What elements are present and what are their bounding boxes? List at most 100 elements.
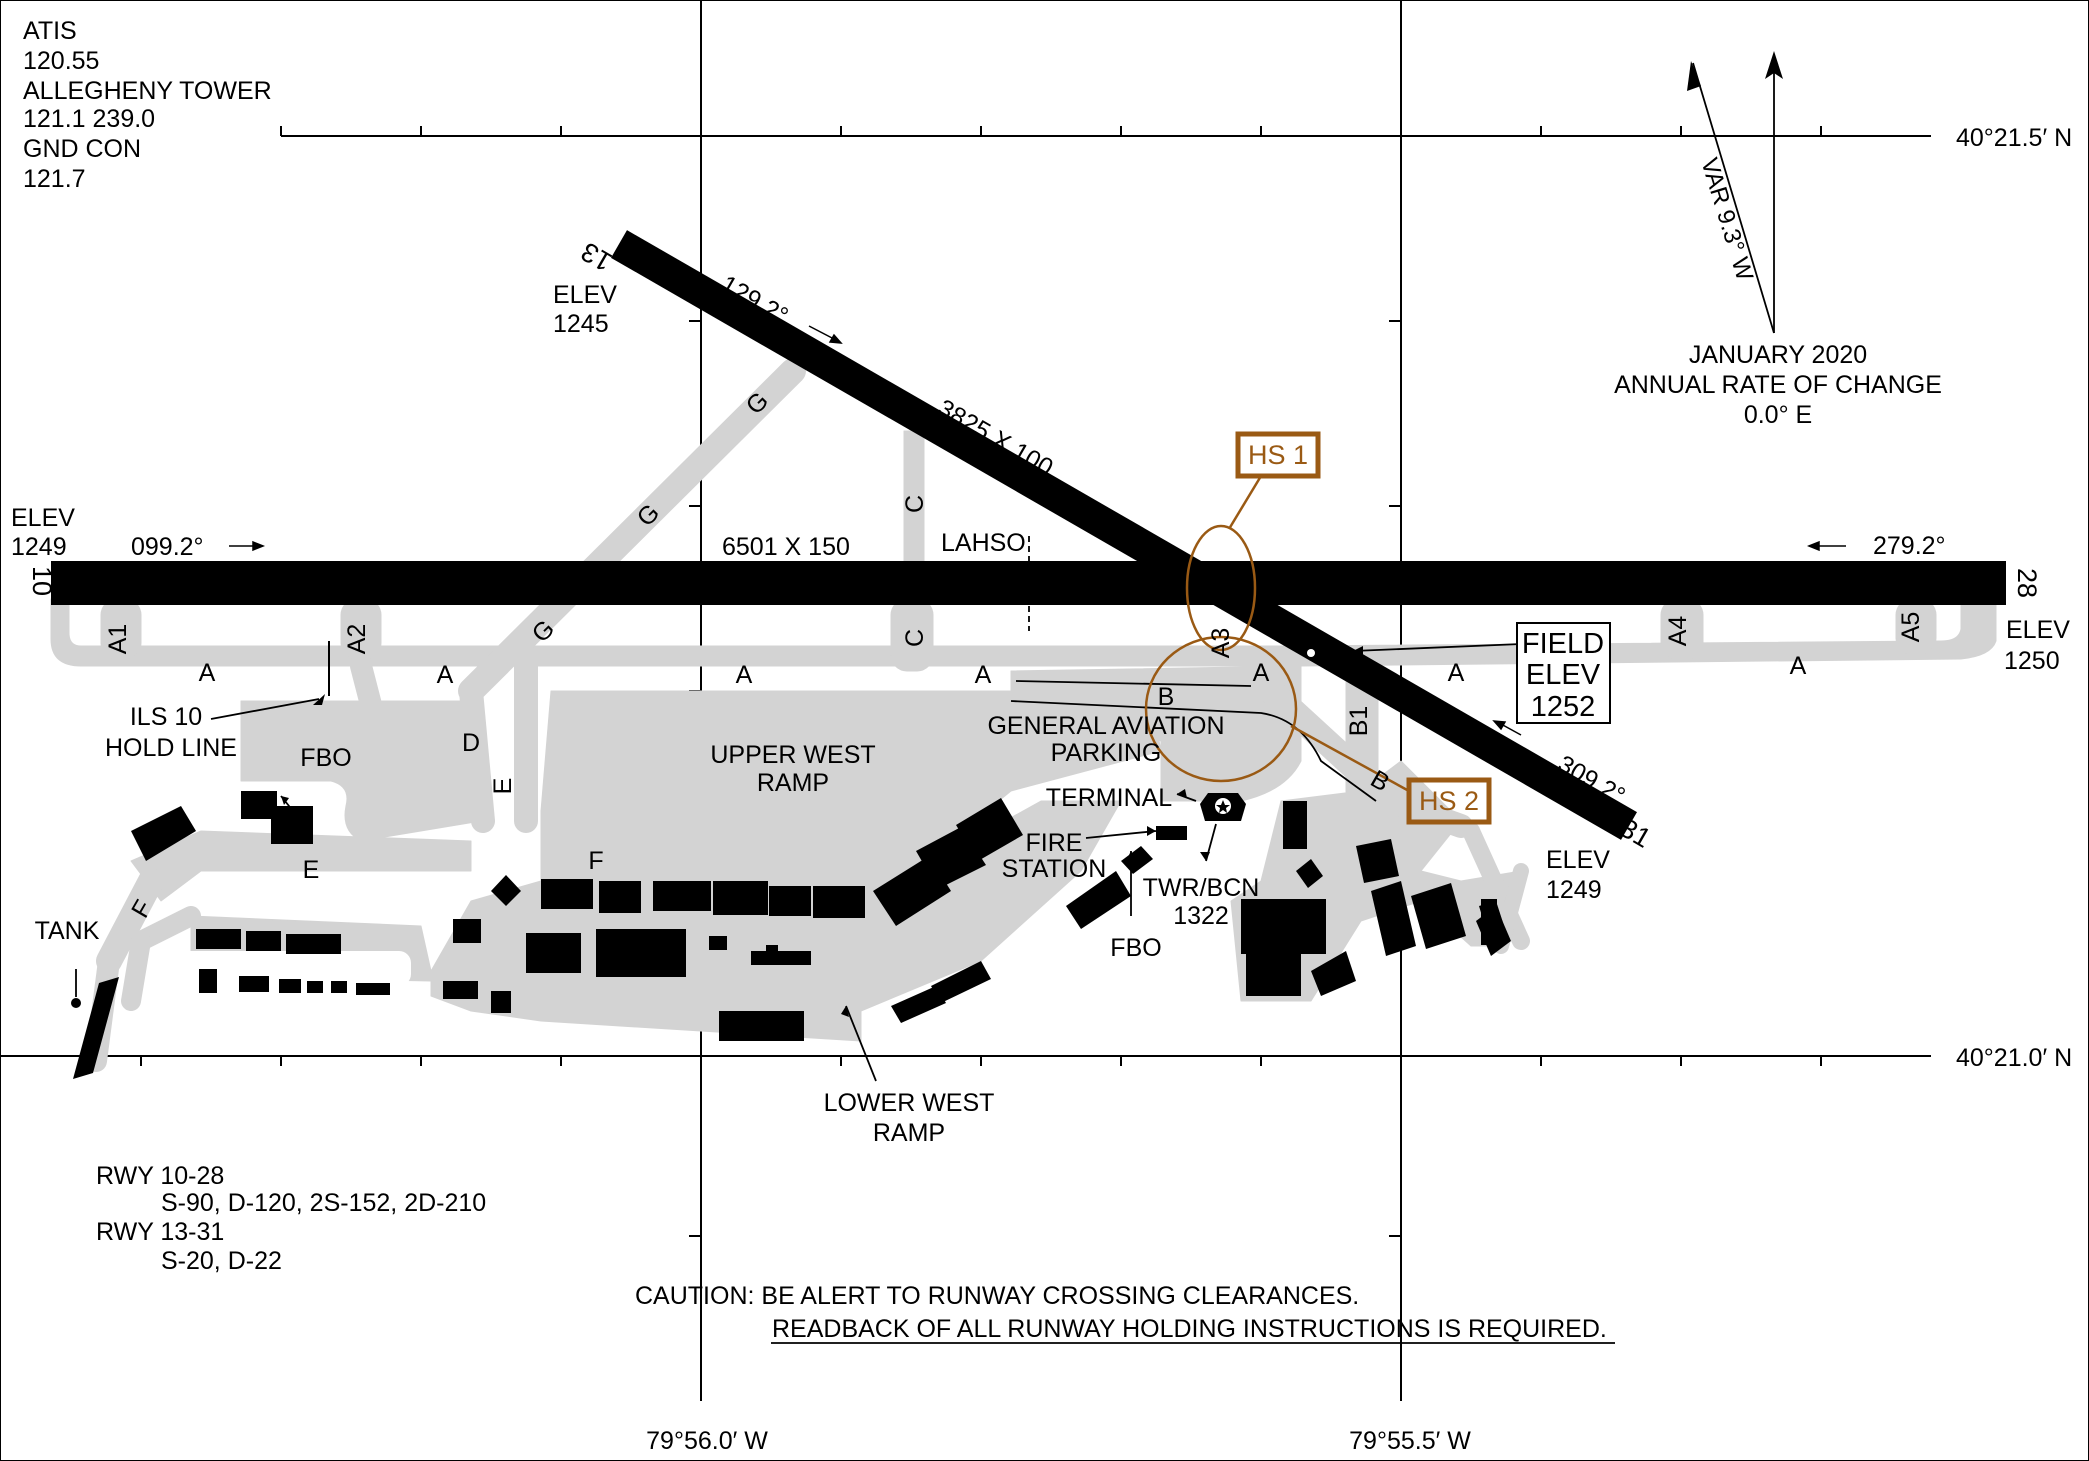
caution-line-2: READBACK OF ALL RUNWAY HOLDING INSTRUCTI… bbox=[772, 1315, 1607, 1343]
taxiway-g bbox=[458, 358, 806, 704]
lahso-label: LAHSO bbox=[941, 529, 1026, 557]
hot-spot-2-area bbox=[1144, 635, 1298, 783]
runway-10-28-dims: 6501 X 150 bbox=[722, 533, 850, 561]
elev-10-value: 1249 bbox=[11, 533, 67, 561]
fire-station-building bbox=[1159, 826, 1187, 840]
taxiway-label-a: A bbox=[437, 661, 454, 689]
ga-parking bbox=[1010, 665, 1302, 802]
taxiway-label-a: A bbox=[975, 661, 992, 689]
tower-beacon-label: TWR/BCN bbox=[1143, 874, 1260, 902]
elev-31-label: ELEV bbox=[1546, 846, 1610, 874]
ils-hold-label-1: ILS 10 bbox=[130, 703, 202, 731]
taxiway-label-a4: A4 bbox=[1664, 616, 1692, 647]
ground-frequency: 121.7 bbox=[23, 165, 86, 193]
taxiway-label-a2: A2 bbox=[343, 624, 371, 655]
buildings bbox=[73, 791, 1511, 1079]
hot-spot-2-box bbox=[1406, 777, 1492, 825]
taxiway-b bbox=[1258, 678, 1404, 814]
field-elev-point bbox=[1307, 649, 1315, 657]
heading-099: 099.2° bbox=[131, 533, 204, 561]
taxiway-f-west bbox=[96, 868, 164, 974]
runway-end-10: 10 bbox=[27, 566, 57, 596]
elev-28-value: 1250 bbox=[2004, 647, 2060, 675]
hot-spot-1-box bbox=[1235, 431, 1321, 479]
taxiway-label-a: A bbox=[1448, 659, 1465, 687]
runway-strength: RWY 10-28 S-90, D-120, 2S-152, 2D-210 RW… bbox=[96, 1162, 486, 1275]
strength-rwy-10-28-values: S-90, D-120, 2S-152, 2D-210 bbox=[161, 1189, 486, 1217]
atis-frequency: 120.55 bbox=[23, 47, 99, 75]
runway-end-13: 13 bbox=[576, 236, 617, 277]
strength-rwy-10-28: RWY 10-28 bbox=[96, 1162, 224, 1190]
hot-spots bbox=[1144, 431, 1492, 825]
field-elev-box bbox=[1516, 622, 1611, 724]
taxiway-label-f: F bbox=[588, 847, 603, 875]
fire-station-label-2: STATION bbox=[1002, 855, 1107, 883]
runway-end-28: 28 bbox=[2012, 568, 2042, 598]
ga-parking-label-1: GENERAL AVIATION bbox=[987, 712, 1224, 740]
taxiway-label-a1: A1 bbox=[104, 624, 132, 655]
longitude-east: 79°55.5′ W bbox=[1349, 1427, 1471, 1455]
taxiway-label-e: E bbox=[489, 778, 517, 795]
taxiway-label-a5: A5 bbox=[1897, 612, 1925, 643]
taxiway-label-d: D bbox=[462, 729, 480, 757]
ils-hold-label-2: HOLD LINE bbox=[105, 734, 237, 762]
taxiway-label-b: B bbox=[1158, 683, 1175, 711]
caution-line-1: CAUTION: BE ALERT TO RUNWAY CROSSING CLE… bbox=[635, 1282, 1359, 1310]
ground-label: GND CON bbox=[23, 135, 141, 163]
latitude-north: 40°21.5′ N bbox=[1956, 124, 2072, 152]
longitude-west: 79°56.0′ W bbox=[646, 1427, 768, 1455]
tower-beacon-elev: 1322 bbox=[1173, 902, 1229, 930]
lower-west-ramp-label-1: LOWER WEST bbox=[824, 1089, 995, 1117]
frequency-block: ATIS 120.55 ALLEGHENY TOWER 121.1 239.0 … bbox=[23, 17, 272, 193]
rate-label: ANNUAL RATE OF CHANGE bbox=[1614, 371, 1942, 399]
taxiway-label-b1: B1 bbox=[1345, 706, 1373, 737]
taxiway-label-a: A bbox=[1790, 652, 1807, 680]
tank-label: TANK bbox=[35, 917, 100, 945]
lower-west-ramp-label-2: RAMP bbox=[873, 1119, 945, 1147]
hot-spot-1-area bbox=[1185, 524, 1257, 652]
taxiway-e-lower bbox=[130, 830, 472, 902]
taxiway-label-c-north: C bbox=[901, 495, 929, 513]
taxiway-label-a: A bbox=[736, 661, 753, 689]
atis-label: ATIS bbox=[23, 17, 77, 45]
hot-spot-1-label: HS 1 bbox=[1248, 440, 1308, 470]
elev-28-label: ELEV bbox=[2006, 616, 2070, 644]
rate-value: 0.0° E bbox=[1744, 401, 1812, 429]
strength-rwy-13-31-values: S-20, D-22 bbox=[161, 1247, 282, 1275]
taxiway-label-a: A bbox=[1253, 659, 1270, 687]
strength-rwy-13-31: RWY 13-31 bbox=[96, 1218, 224, 1246]
runway-13-31 bbox=[611, 230, 1637, 840]
heading-279: 279.2° bbox=[1873, 532, 1946, 560]
elev-13-value: 1245 bbox=[553, 310, 609, 338]
taxiway-label-a: A bbox=[199, 659, 216, 687]
hot-spot-2-label: HS 2 bbox=[1419, 786, 1479, 816]
elev-31-value: 1249 bbox=[1546, 876, 1602, 904]
taxiway-label-a3: A3 bbox=[1207, 628, 1235, 659]
arrowheads bbox=[281, 51, 1783, 1017]
field-elev-value: 1252 bbox=[1531, 691, 1596, 723]
chart-date: JANUARY 2020 bbox=[1689, 341, 1867, 369]
taxiway-label-c-south: C bbox=[901, 629, 929, 647]
fire-station-label-1: FIRE bbox=[1026, 829, 1083, 857]
building bbox=[131, 806, 196, 861]
elev-13-label: ELEV bbox=[553, 281, 617, 309]
taxiway-label-e: E bbox=[303, 856, 320, 884]
ga-parking-label-2: PARKING bbox=[1051, 739, 1162, 767]
tower-frequency: 121.1 239.0 bbox=[23, 105, 155, 133]
building bbox=[491, 875, 521, 906]
facility-labels: ILS 10 HOLD LINE FBO UPPER WEST RAMP GEN… bbox=[35, 703, 1260, 1147]
field-elev-line2: ELEV bbox=[1526, 659, 1601, 691]
terminal-label: TERMINAL bbox=[1046, 784, 1173, 812]
tank-icon bbox=[71, 998, 81, 1008]
true-variation-line bbox=[1692, 62, 1775, 334]
tower-beacon-icon bbox=[1200, 793, 1246, 821]
upper-west-ramp-label-2: RAMP bbox=[757, 769, 829, 797]
fbo-label-west: FBO bbox=[300, 744, 351, 772]
leader-lines bbox=[75, 62, 1775, 1082]
lower-west-ramp bbox=[190, 800, 1122, 1042]
building bbox=[271, 806, 313, 844]
fbo-label-east: FBO bbox=[1110, 934, 1161, 962]
heading-arrows bbox=[229, 325, 1846, 736]
elev-10-label: ELEV bbox=[11, 504, 75, 532]
